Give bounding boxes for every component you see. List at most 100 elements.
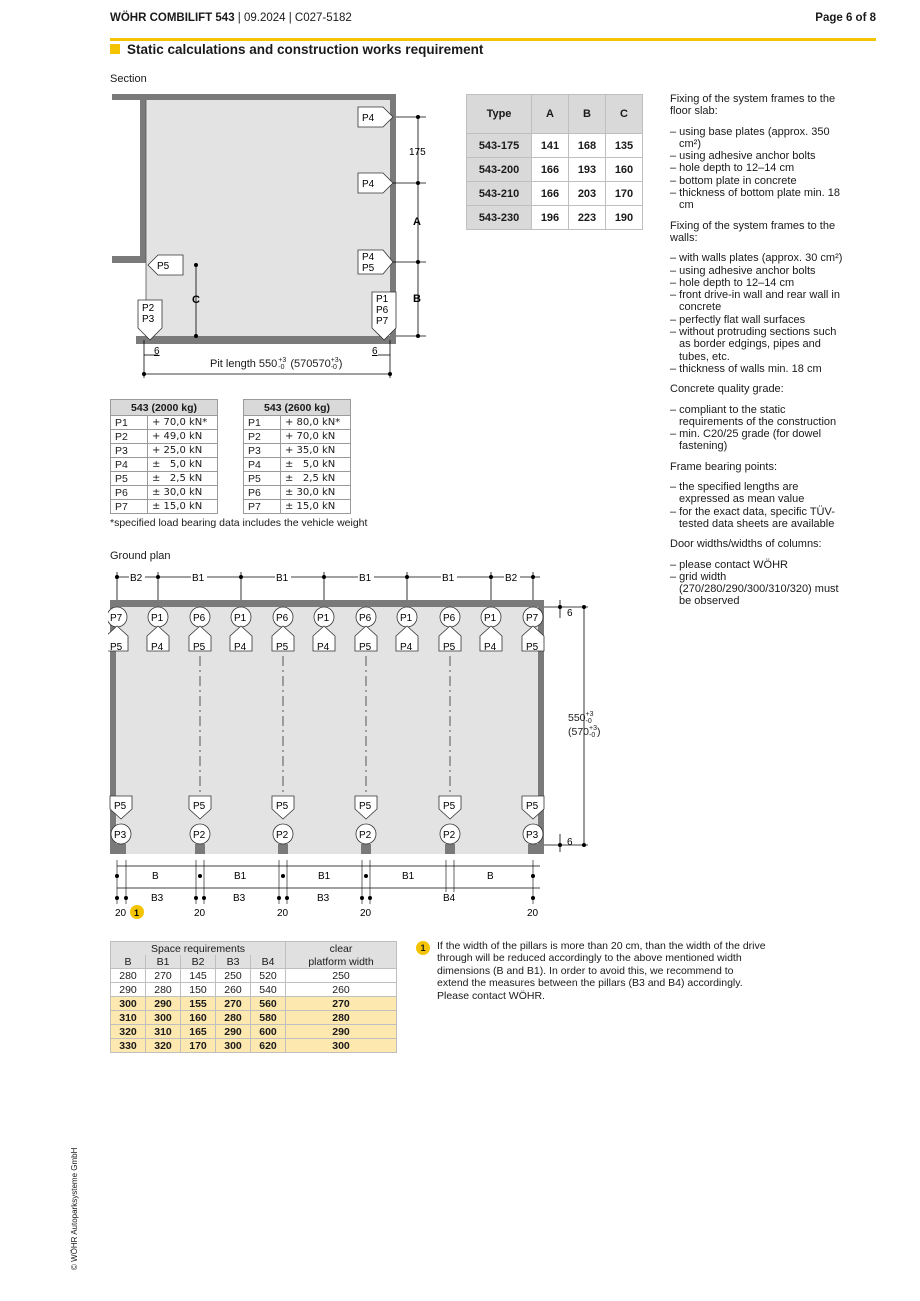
pit-floor: [136, 336, 396, 344]
svg-text:P7: P7: [376, 316, 389, 327]
col-b: B: [568, 94, 606, 134]
section-title: Static calculations and construction wor…: [127, 42, 484, 57]
dim-dot: [531, 874, 535, 878]
note-marker-circle: [130, 905, 144, 919]
dim-label-top: B2: [505, 573, 518, 584]
pillar: [528, 844, 538, 854]
dim-label-top: B1: [276, 573, 289, 584]
dim-dot: [531, 896, 535, 900]
bearing-label: P5: [110, 642, 123, 653]
dim-label-top: B2: [130, 573, 143, 584]
dim-label-row2: B3: [317, 893, 330, 904]
svg-text:P6: P6: [376, 305, 389, 316]
dim-label-bg: [316, 870, 332, 882]
rear-wall: [110, 600, 544, 607]
bearing-label: P3: [114, 830, 127, 841]
note-door-widths: Door widths/widths of columns:: [670, 538, 822, 551]
dim-dot: [285, 896, 289, 900]
col-a: A: [531, 94, 569, 134]
dim-6-right: 6: [372, 346, 378, 357]
table-row: P2+ 70,0 kN: [243, 429, 351, 444]
dim-dot: [198, 874, 202, 878]
table-row: P6± 30,0 kN: [110, 485, 218, 500]
bearing-label: P4: [151, 642, 164, 653]
bearing-label: P1: [151, 613, 164, 624]
pillar: [195, 844, 205, 854]
table-row: P3+ 25,0 kN: [110, 443, 218, 458]
bearing-label: P6: [193, 613, 206, 624]
p1-p6-p7-marker: P1 P6 P7: [371, 291, 397, 341]
bearing-label: P2: [359, 830, 372, 841]
table-row: P5± 2,5 kN: [243, 471, 351, 486]
bearing-circle: [110, 823, 132, 845]
dim-label-row1: B1: [234, 871, 247, 882]
bearing-circle: [355, 823, 377, 845]
dim-label-bg: [504, 571, 520, 583]
dim-label-row2: B3: [233, 893, 246, 904]
left-wall: [110, 600, 116, 854]
bearing-label: P4: [234, 642, 247, 653]
dim-label-top: B1: [359, 573, 372, 584]
dim-label-row1: B1: [402, 871, 415, 882]
pillar: [116, 844, 126, 854]
bearing-label: P6: [443, 613, 456, 624]
header-rule: [110, 38, 876, 41]
bearing-pentagon: [438, 795, 462, 820]
bearing-label: P1: [317, 613, 330, 624]
bearing-label: P5: [276, 801, 289, 812]
dim-dot: [124, 896, 128, 900]
requirements-notes: Fixing of the system frames to the floor…: [670, 93, 850, 616]
dim-dot: [277, 896, 281, 900]
bearing-label: P7: [526, 613, 539, 624]
bearing-pentagon: [188, 625, 212, 652]
bearing-label: P1: [234, 613, 247, 624]
p4-p5-marker: P4 P5: [357, 249, 394, 275]
bearing-pentagon: [271, 795, 295, 820]
dim-dot: [364, 874, 368, 878]
table-row: P3+ 35,0 kN: [243, 443, 351, 458]
bearing-pentagon: [229, 625, 253, 652]
dim-label-bg: [441, 571, 457, 583]
bearing-label: P5: [443, 642, 456, 653]
dim-label-top: B1: [192, 573, 205, 584]
note-marker: 1: [134, 908, 139, 918]
entry-ledge: [112, 256, 142, 263]
dim-label-bg: [316, 892, 334, 904]
dim-label-bg: [358, 571, 374, 583]
dim-c: C: [192, 294, 200, 306]
bearing-circle: [522, 823, 544, 845]
bearing-pentagon: [271, 625, 295, 652]
section-marker: [110, 44, 120, 54]
pillar: [445, 844, 455, 854]
svg-text:P5: P5: [362, 263, 375, 274]
bearing-label: P6: [276, 613, 289, 624]
dim-label-row3: 20: [360, 908, 372, 919]
svg-text:P3: P3: [142, 314, 155, 325]
table-row: P4± 5,0 kN: [110, 457, 218, 472]
dim-label-bg: [191, 571, 207, 583]
space-group-header: Space requirements: [110, 941, 286, 955]
bearing-label: P4: [484, 642, 497, 653]
bearing-pentagon: [521, 625, 545, 652]
dim-6-top: 6: [567, 608, 573, 619]
dim-6-left: 6: [154, 346, 160, 357]
right-wall: [538, 600, 544, 854]
bearing-pentagon: [146, 625, 170, 652]
pit-interior: [146, 100, 390, 338]
section-diagram: C P4 P4 P4 P5 P5 P2 P3 P1 P6 P7 175 A B: [112, 94, 426, 378]
svg-text:P5: P5: [157, 261, 170, 272]
bearing-label: P5: [443, 801, 456, 812]
bearing-label: P1: [400, 613, 413, 624]
bearing-circle: [189, 823, 211, 845]
bearing-label: P5: [193, 642, 206, 653]
svg-text:P4: P4: [362, 179, 375, 190]
bearing-pentagon: [188, 795, 212, 820]
space-requirements-table: Space requirements clear B B1 B2 B3 B4 p…: [110, 941, 397, 1053]
svg-text:P1: P1: [376, 294, 389, 305]
